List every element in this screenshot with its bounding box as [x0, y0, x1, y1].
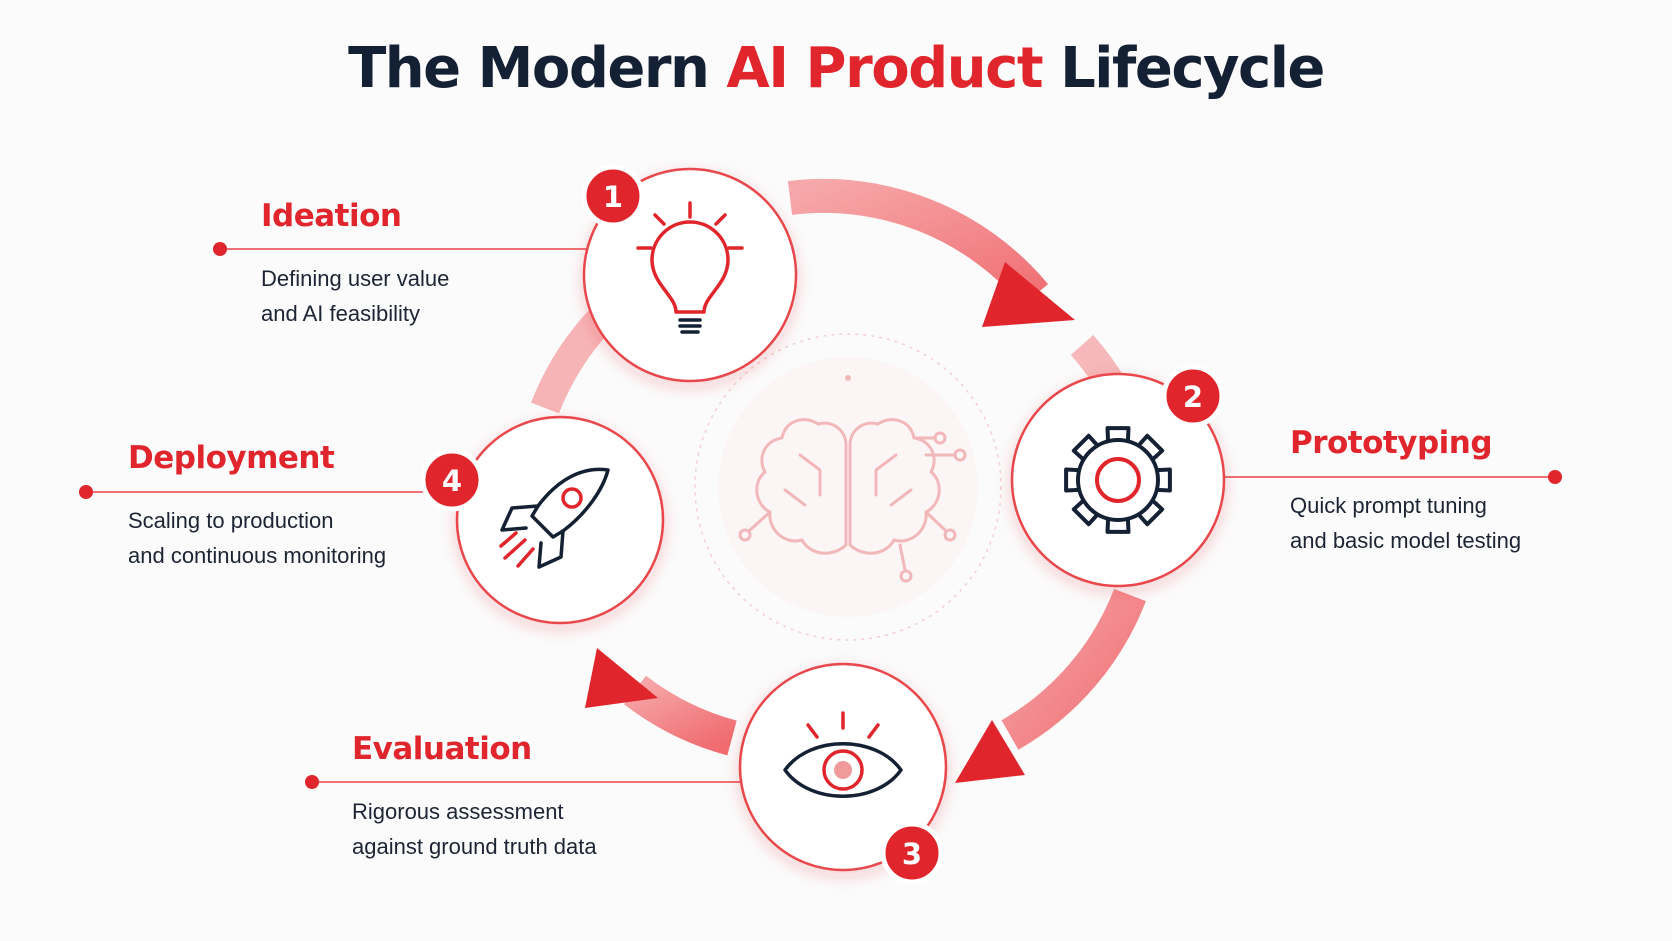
stage-label-prototyping: Prototyping Quick prompt tuning and basi…: [1290, 425, 1521, 558]
step-badge-2: [1161, 364, 1225, 428]
step-badge-1: [581, 164, 645, 228]
step-number-2: 2: [1183, 380, 1203, 414]
page-title: The Modern AI Product Lifecycle: [0, 36, 1672, 101]
stage-description-line-2: and basic model testing: [1290, 528, 1522, 553]
step-number-3: 3: [902, 837, 922, 871]
connector-prototyping: [1225, 470, 1562, 484]
stage-label-ideation: Ideation Defining user value and AI feas…: [261, 198, 449, 331]
stage-title: Ideation: [261, 198, 402, 234]
eye-icon: [783, 711, 903, 798]
connector-ideation: [213, 242, 595, 256]
connector-evaluation: [305, 775, 740, 789]
arrow-head-to-3: [955, 720, 1025, 783]
node-circle-1: [582, 167, 798, 383]
gear-icon: [1064, 426, 1172, 534]
cycle-arc-2-to-3: [1001, 588, 1146, 750]
title-part-1: The Modern: [348, 36, 727, 101]
connector-dot-2: [1548, 470, 1562, 484]
center-dashed-ring: [694, 333, 1002, 641]
step-number-1: 1: [603, 180, 623, 214]
arrow-head-to-4: [585, 648, 658, 708]
stage-node-ideation: 1: [581, 164, 798, 383]
stage-title: Deployment: [128, 440, 335, 476]
stage-description-line-2: and continuous monitoring: [128, 543, 387, 568]
step-badge-4: [420, 448, 484, 512]
stage-label-evaluation: Evaluation Rigorous assessment against g…: [352, 731, 597, 864]
connector-dot-1: [213, 242, 227, 256]
node-circle-4: [455, 415, 665, 625]
step-number-4: 4: [442, 464, 462, 498]
cycle-ring: [531, 179, 1146, 783]
stage-title: Evaluation: [352, 731, 532, 767]
brain-circuit-icon: [738, 375, 967, 583]
stage-description-line-1: Quick prompt tuning: [1290, 493, 1487, 518]
stage-description-line-2: against ground truth data: [352, 834, 597, 859]
connector-dot-3: [305, 775, 319, 789]
lightbulb-icon: [636, 201, 744, 334]
center-glow: [718, 357, 978, 617]
step-badge-3: [880, 821, 944, 885]
stage-node-deployment: 4: [420, 415, 665, 625]
stage-label-deployment: Deployment Scaling to production and con…: [128, 440, 386, 573]
arrow-head-to-2: [982, 262, 1075, 327]
rocket-icon: [499, 467, 610, 569]
stage-title: Prototyping: [1290, 425, 1493, 461]
title-part-2: Lifecycle: [1042, 36, 1325, 101]
stage-node-prototyping: 2: [1010, 364, 1226, 588]
title-accent: AI Product: [726, 36, 1043, 101]
connector-dot-4: [79, 485, 93, 499]
stage-description-line-2: and AI feasibility: [261, 301, 420, 326]
stage-description-line-1: Rigorous assessment: [352, 799, 564, 824]
stage-description-line-1: Defining user value: [261, 266, 450, 291]
connector-deployment: [79, 485, 460, 499]
stage-node-evaluation: 3: [738, 662, 948, 885]
stage-description-line-1: Scaling to production: [128, 508, 334, 533]
cycle-arc-1-to-2: [787, 179, 1049, 306]
gear-teeth: [1064, 426, 1172, 534]
